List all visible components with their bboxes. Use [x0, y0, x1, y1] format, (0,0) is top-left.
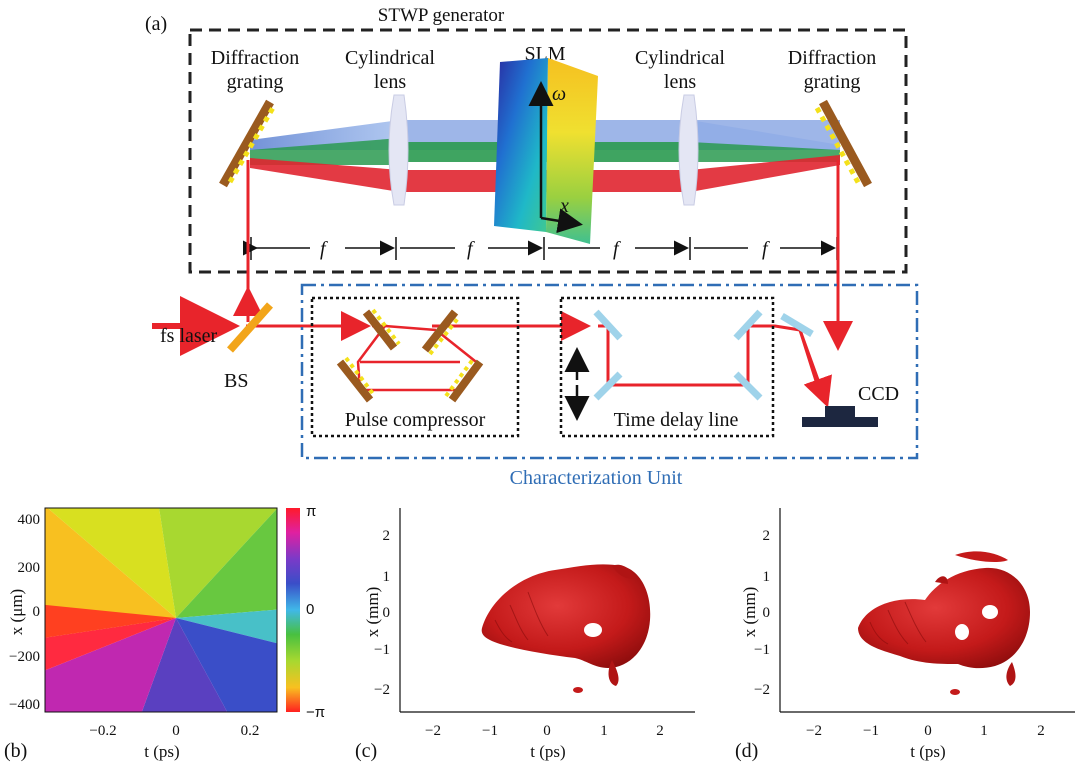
stwp-generator-box	[188, 28, 908, 274]
c-xlabel: t (ps)	[530, 742, 565, 761]
left-lens-label-1: Cylindrical	[345, 47, 435, 69]
b-xtick-0: 0	[172, 723, 180, 739]
panel-c-axes	[399, 508, 695, 713]
panel-a-label: (a)	[145, 13, 167, 35]
panel-d-yticks: 2 1 0 −1 −2	[754, 528, 770, 698]
right-lens-label-1: Cylindrical	[635, 47, 725, 69]
b-xtick-02: 0.2	[241, 723, 260, 739]
c-ytick-1: 1	[383, 569, 391, 585]
stwp-generator-title: STWP generator	[378, 5, 505, 26]
blue-beam-right	[690, 120, 840, 150]
red-beam-right	[690, 155, 840, 192]
c-xtick-neg2: −2	[425, 723, 441, 739]
d-xtick-0: 0	[924, 723, 932, 739]
b-ytick-200: 200	[18, 560, 41, 576]
panel-b-xticks: −0.2 0 0.2	[89, 723, 259, 739]
b-ytick-neg200: −200	[9, 649, 40, 665]
focal-f-4: f	[762, 238, 770, 260]
bs-label: BS	[224, 370, 248, 392]
green-beam-left	[250, 138, 400, 165]
b-xtick-neg02: −0.2	[89, 723, 116, 739]
c-xtick-1: 1	[600, 723, 608, 739]
panel-b-label: (b)	[4, 740, 27, 762]
pulse-compressor-box	[310, 296, 520, 438]
right-diffraction-grating	[814, 99, 872, 188]
phase-map-frame	[44, 507, 278, 713]
panel-b-yticks: 400 200 0 −200 −400	[9, 512, 40, 713]
compressor-gratings	[336, 308, 484, 403]
b-ylabel: x (μm)	[7, 589, 26, 635]
d-ylabel: x (mm)	[740, 587, 759, 638]
b-ytick-neg400: −400	[9, 697, 40, 713]
panel-c-yticks: 2 1 0 −1 −2	[374, 528, 390, 698]
left-cylindrical-lens	[388, 94, 409, 206]
right-grating-label-2: grating	[804, 71, 861, 93]
characterization-unit-box	[300, 283, 919, 460]
c-xtick-neg1: −1	[482, 723, 498, 739]
d-ytick-2: 2	[763, 528, 771, 544]
pulse-isosurface-d	[858, 551, 1030, 695]
focal-length-markers	[243, 237, 838, 260]
panel-c-xticks: −2 −1 0 1 2	[425, 723, 664, 739]
c-ytick-2: 2	[383, 528, 391, 544]
beam-to-ccd	[798, 329, 832, 408]
delay-mirrors	[593, 309, 814, 401]
pulse-isosurface-c	[481, 564, 651, 693]
cbar-tick-neg-pi: −π	[306, 704, 325, 721]
characterization-unit-label: Characterization Unit	[510, 467, 683, 489]
red-beam-left	[250, 158, 400, 192]
cbar-tick-0: 0	[306, 601, 314, 618]
c-ylabel: x (mm)	[363, 587, 382, 638]
b-xlabel: t (ps)	[144, 742, 179, 761]
focal-f-3: f	[613, 238, 621, 260]
omega-label: ω	[552, 83, 566, 105]
panel-d-label: (d)	[735, 740, 758, 762]
d-ytick-0: 0	[763, 605, 771, 621]
panel-d-axes	[779, 508, 1075, 713]
ccd-label: CCD	[858, 383, 899, 405]
c-ytick-neg1: −1	[374, 642, 390, 658]
d-xtick-1: 1	[980, 723, 988, 739]
phase-map	[45, 508, 277, 712]
ccd-detector	[802, 406, 878, 427]
d-ytick-neg1: −1	[754, 642, 770, 658]
d-xtick-neg1: −1	[863, 723, 879, 739]
b-ytick-0: 0	[33, 604, 41, 620]
d-ytick-1: 1	[763, 569, 771, 585]
time-delay-line-label: Time delay line	[614, 409, 739, 431]
beam-splitter	[227, 302, 273, 353]
right-cylindrical-lens	[678, 94, 699, 206]
laser-beam-path	[246, 160, 853, 401]
phase-colorbar	[286, 508, 300, 712]
time-delay-line-box	[559, 296, 775, 438]
panel-c-label: (c)	[355, 740, 377, 762]
focal-f-1: f	[320, 238, 328, 260]
fs-laser-label: fs laser	[160, 325, 218, 347]
d-xtick-2: 2	[1037, 723, 1045, 739]
d-xtick-neg2: −2	[806, 723, 822, 739]
right-grating-label-1: Diffraction	[788, 47, 877, 69]
b-ytick-400: 400	[18, 512, 41, 528]
left-grating-label-2: grating	[227, 71, 284, 93]
c-ytick-0: 0	[383, 605, 391, 621]
focal-f-2: f	[467, 238, 475, 260]
green-beam-right	[690, 142, 840, 162]
d-xlabel: t (ps)	[910, 742, 945, 761]
left-lens-label-2: lens	[374, 71, 406, 93]
d-ytick-neg2: −2	[754, 682, 770, 698]
x-axis-arrow	[540, 208, 583, 234]
cbar-tick-pi: π	[306, 503, 316, 520]
pulse-compressor-label: Pulse compressor	[345, 409, 486, 431]
right-lens-label-2: lens	[664, 71, 696, 93]
panel-d-xticks: −2 −1 0 1 2	[806, 723, 1045, 739]
c-xtick-2: 2	[656, 723, 664, 739]
slm-x-label: x	[559, 195, 569, 217]
left-diffraction-grating	[219, 99, 277, 188]
c-ytick-neg2: −2	[374, 682, 390, 698]
slm-right-half	[546, 58, 598, 244]
left-grating-label-1: Diffraction	[211, 47, 300, 69]
c-xtick-0: 0	[543, 723, 551, 739]
